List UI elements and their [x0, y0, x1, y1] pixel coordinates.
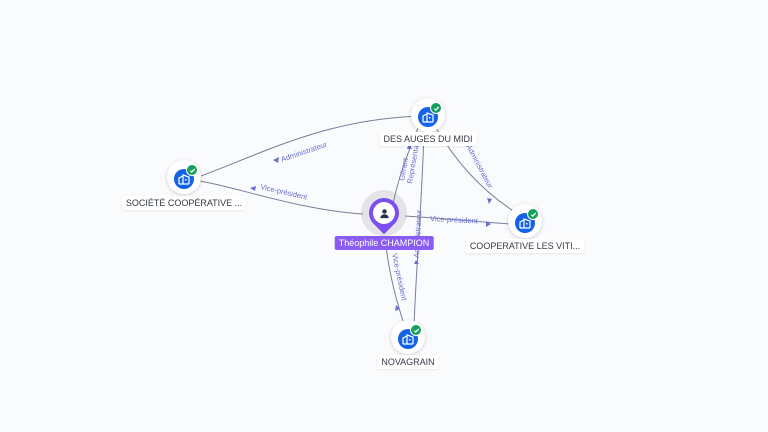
- arrow-auges-novagrain: [414, 260, 419, 264]
- edge-person-societe: [199, 180, 364, 215]
- company-label: DES AUGES DU MIDI: [379, 132, 477, 146]
- arrow-societe-auges: [273, 157, 279, 163]
- edge-societe-auges: [200, 115, 426, 177]
- company-label: SOCIÉTÉ COOPÉRATIVE ...: [121, 196, 247, 210]
- verified-check-icon: [186, 164, 198, 176]
- edge-auges-novagrain: [413, 131, 425, 327]
- verified-check-icon: [410, 324, 422, 336]
- verified-check-icon: [430, 102, 442, 114]
- edge-label-person-societe: Vice-président: [260, 182, 309, 202]
- edge-label-person-cooperative: Vice-président: [430, 214, 479, 226]
- verified-check-icon: [527, 208, 539, 220]
- arrow-auges-cooperative: [487, 198, 492, 204]
- edge-person-cooperative: [404, 215, 511, 225]
- arrow-person-novagrain: [395, 305, 400, 311]
- company-label: COOPERATIVE LES VITI...: [465, 239, 585, 253]
- edge-label-person-auges-gerant: Gérant: [397, 156, 410, 181]
- arrow-person-societe: [250, 186, 256, 191]
- edge-label-auges-cooperative: Administrateur: [464, 143, 495, 190]
- person-icon: [373, 202, 395, 224]
- arrow-person-auges: [407, 143, 412, 149]
- edge-label-person-novagrain: Vice-président: [390, 253, 409, 303]
- edge-label-auges-novagrain: Administrateur: [412, 209, 424, 258]
- arrow-person-cooperative: [486, 221, 491, 227]
- person-label: Théophile CHAMPION: [334, 236, 434, 250]
- company-label: NOVAGRAIN: [377, 355, 439, 369]
